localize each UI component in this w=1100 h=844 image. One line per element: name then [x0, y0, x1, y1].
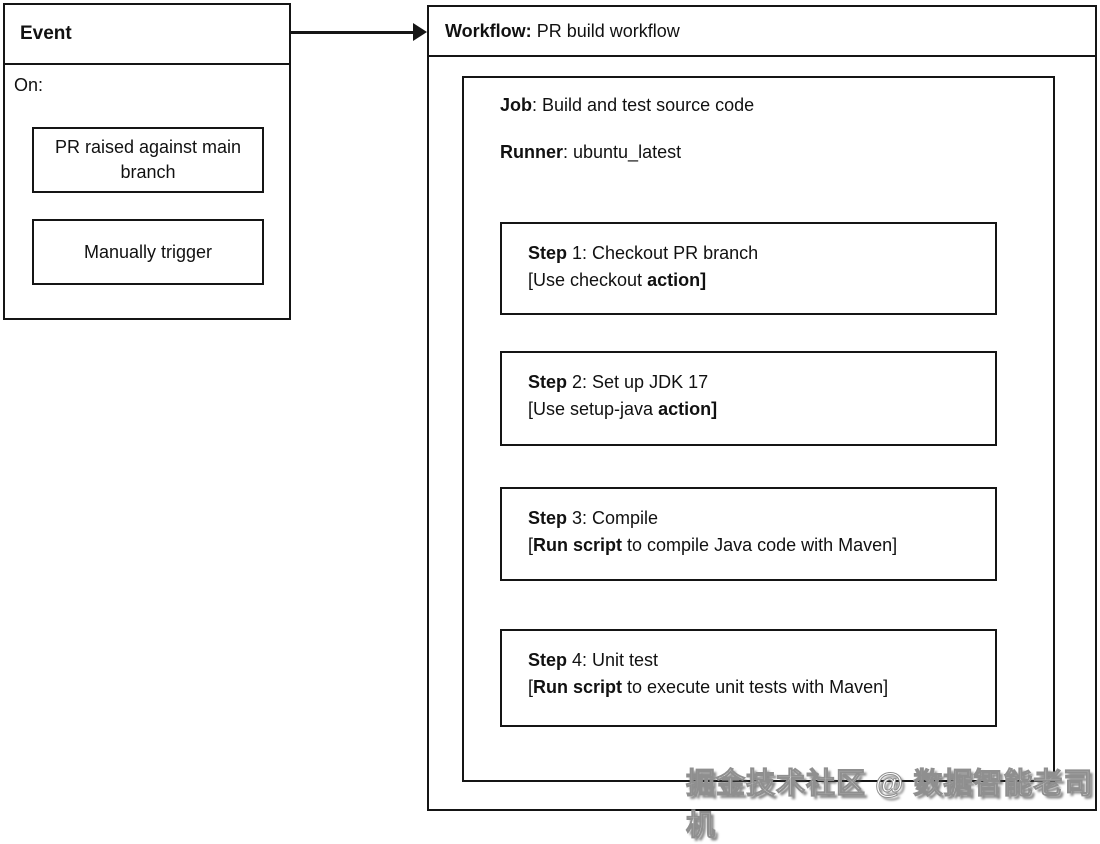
step-2-label: Step [528, 372, 568, 392]
step-4-label: Step [528, 650, 568, 670]
runner-value: : ubuntu_latest [563, 142, 682, 162]
step-4-title-text: 4: Unit test [567, 650, 659, 670]
job-label: Job [500, 95, 533, 115]
event-title-label: Event [20, 23, 72, 44]
step-2-box: Step 2: Set up JDK 17 [Use setup-java ac… [500, 351, 997, 446]
step-3-detail-bold: Run script [533, 535, 623, 555]
step-1-label: Step [528, 243, 568, 263]
step-4-detail: [Run script to execute unit tests with M… [528, 674, 995, 701]
job-line: Job: Build and test source code [464, 78, 1053, 119]
step-2-title: Step 2: Set up JDK 17 [528, 369, 995, 396]
step-2-detail-pre: [Use setup-java [528, 399, 659, 419]
workflow-title-value: PR build workflow [531, 20, 680, 41]
workflow-panel: Workflow: PR build workflow Job: Build a… [427, 5, 1097, 811]
step-3-title-text: 3: Compile [567, 508, 659, 528]
step-1-title: Step 1: Checkout PR branch [528, 240, 995, 267]
step-2-title-text: 2: Set up JDK 17 [567, 372, 709, 392]
job-value: : Build and test source code [532, 95, 755, 115]
step-4-detail-bold: Run script [533, 677, 623, 697]
event-panel: Event On: PR raised against main branch … [3, 3, 291, 320]
job-container: Job: Build and test source code Runner: … [462, 76, 1055, 782]
step-1-box: Step 1: Checkout PR branch [Use checkout… [500, 222, 997, 315]
workflow-panel-title: Workflow: PR build workflow [429, 7, 1095, 57]
event-to-workflow-arrowhead-icon [413, 23, 427, 41]
step-3-detail-post: to compile Java code with Maven] [622, 535, 898, 555]
runner-line: Runner: ubuntu_latest [464, 119, 1053, 166]
step-4-title: Step 4: Unit test [528, 647, 995, 674]
trigger-pr-label: PR raised against main branch [54, 137, 247, 182]
step-1-detail-bold: action] [647, 270, 707, 290]
step-1-title-text: 1: Checkout PR branch [567, 243, 759, 263]
trigger-manual-label: Manually trigger [83, 241, 213, 262]
event-on-label: On: [14, 75, 44, 95]
step-4-box: Step 4: Unit test [Run script to execute… [500, 629, 997, 727]
step-3-detail-pre: [ [528, 535, 534, 555]
event-to-workflow-arrow-line [291, 31, 415, 34]
trigger-pr-box: PR raised against main branch [32, 127, 264, 193]
step-4-detail-pre: [ [528, 677, 534, 697]
event-panel-title: Event [5, 5, 289, 65]
trigger-manual-box: Manually trigger [32, 219, 264, 285]
step-3-label: Step [528, 508, 568, 528]
runner-label: Runner [500, 142, 563, 162]
step-2-detail-bold: action] [658, 399, 718, 419]
step-3-detail: [Run script to compile Java code with Ma… [528, 532, 995, 559]
step-1-detail-pre: [Use checkout [528, 270, 648, 290]
step-2-detail: [Use setup-java action] [528, 396, 995, 423]
step-3-title: Step 3: Compile [528, 505, 995, 532]
step-4-detail-post: to execute unit tests with Maven] [622, 677, 889, 697]
workflow-title-label: Workflow: [445, 20, 532, 41]
step-1-detail: [Use checkout action] [528, 267, 995, 294]
step-3-box: Step 3: Compile [Run script to compile J… [500, 487, 997, 581]
watermark-text: 掘金技术社区 @ 数据智能老司机 [686, 768, 1094, 843]
